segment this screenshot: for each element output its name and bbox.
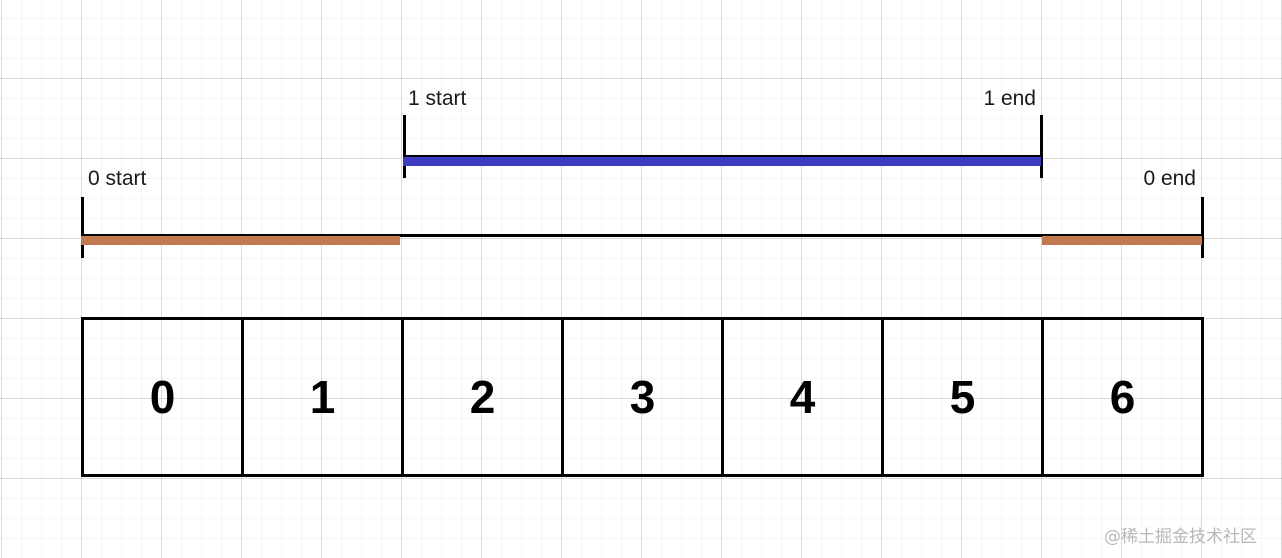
array-cell[interactable]: 0: [81, 317, 244, 477]
interval-1-start-label: 1 start: [408, 87, 467, 110]
array-cell-label: 0: [149, 371, 176, 423]
array-cell[interactable]: 2: [401, 317, 564, 477]
interval-1-start-tick: [403, 115, 406, 178]
interval-1-end-tick: [1040, 115, 1043, 178]
array-cell-label: 1: [309, 371, 336, 423]
array-cell[interactable]: 6: [1041, 317, 1204, 477]
interval-1-bar-segment: [403, 157, 1041, 166]
interval-1-baseline: [403, 155, 1041, 158]
interval-0-end-tick: [1201, 197, 1204, 258]
interval-0-bar-segment-left: [81, 236, 400, 245]
array-cell[interactable]: 5: [881, 317, 1044, 477]
interval-0-bar-segment-right: [1042, 236, 1202, 245]
array-cell[interactable]: 4: [721, 317, 884, 477]
array-cell-label: 3: [629, 371, 656, 423]
array-cell-label: 5: [949, 371, 976, 423]
interval-0-baseline: [81, 234, 1202, 237]
interval-0-start-tick: [81, 197, 84, 258]
array-cell-label: 2: [469, 371, 496, 423]
watermark: @稀土掘金技术社区: [1104, 527, 1257, 547]
array-cell[interactable]: 1: [241, 317, 404, 477]
interval-0-end-label: 0 end: [1143, 167, 1196, 190]
array-row: 0 1 2 3 4 5 6: [81, 317, 1204, 477]
array-cell-label: 4: [789, 371, 816, 423]
interval-1-end-label: 1 end: [983, 87, 1036, 110]
array-cell[interactable]: 3: [561, 317, 724, 477]
interval-0-start-label: 0 start: [88, 167, 147, 190]
array-cell-label: 6: [1109, 371, 1136, 423]
